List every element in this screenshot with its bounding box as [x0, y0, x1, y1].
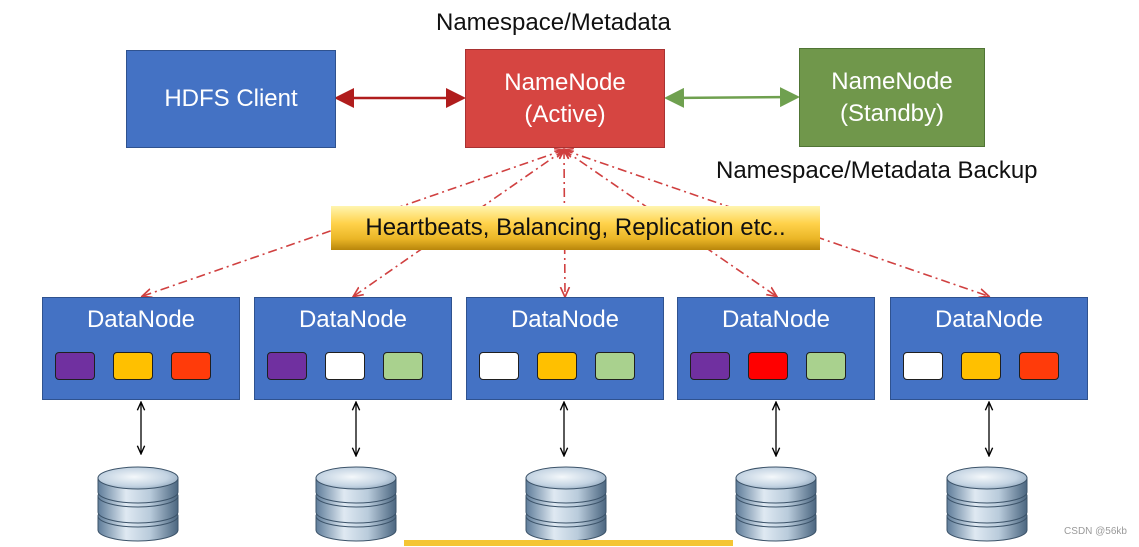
watermark: CSDN @56kb: [1064, 526, 1127, 537]
namenode-active-line2: (Active): [524, 100, 606, 128]
datanode-2: DataNode: [254, 297, 452, 400]
hdfs-client-label: HDFS Client: [164, 85, 298, 112]
data-block: [903, 352, 943, 380]
datanode-label: DataNode: [298, 306, 408, 333]
namespace-metadata-label: Namespace/Metadata: [436, 9, 671, 36]
active-standby-arrow: [664, 87, 800, 108]
data-block: [383, 352, 423, 380]
disk-icon: [946, 466, 1028, 542]
data-block: [690, 352, 730, 380]
data-block: [479, 352, 519, 380]
heartbeats-banner-text: Heartbeats, Balancing, Replication etc..: [365, 214, 786, 241]
data-block: [267, 352, 307, 380]
data-block: [806, 352, 846, 380]
disk-icon: [97, 466, 179, 542]
data-block: [325, 352, 365, 380]
footer-accent-bar: [404, 540, 733, 546]
disk-icon: [735, 466, 817, 542]
namenode-active-box: NameNode (Active): [465, 49, 665, 148]
datanode-4: DataNode: [677, 297, 875, 400]
data-block: [748, 352, 788, 380]
datanode-5: DataNode: [890, 297, 1088, 400]
datanode-label: DataNode: [934, 306, 1044, 333]
namenode-standby-line2: (Standby): [839, 99, 945, 127]
data-block: [537, 352, 577, 380]
datanode-label: DataNode: [721, 306, 831, 333]
data-block: [113, 352, 153, 380]
hdfs-client-box: HDFS Client: [126, 50, 336, 148]
data-block: [55, 352, 95, 380]
namenode-standby-line1: NameNode: [831, 67, 953, 95]
data-block: [171, 352, 211, 380]
datanode-label: DataNode: [86, 306, 196, 333]
namespace-backup-label: Namespace/Metadata Backup: [716, 157, 1038, 184]
disk-icon: [525, 466, 607, 542]
datanode-label: DataNode: [510, 306, 620, 333]
namenode-active-line1: NameNode: [504, 68, 626, 96]
data-block: [595, 352, 635, 380]
data-block: [961, 352, 1001, 380]
datanode-1: DataNode: [42, 297, 240, 400]
datanode-3: DataNode: [466, 297, 664, 400]
namenode-standby-box: NameNode (Standby): [799, 48, 985, 147]
data-block: [1019, 352, 1059, 380]
disk-icon: [315, 466, 397, 542]
heartbeats-banner: Heartbeats, Balancing, Replication etc..: [331, 206, 820, 250]
